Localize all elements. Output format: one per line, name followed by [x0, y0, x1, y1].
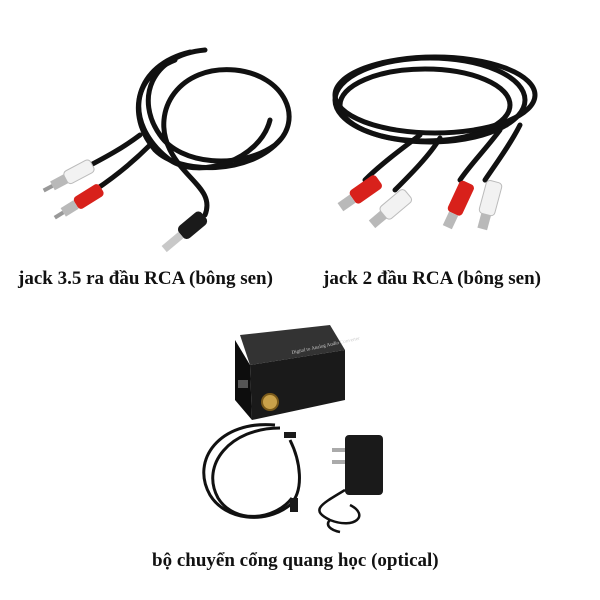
caption-rca-2: jack 2 đầu RCA (bông sen) [323, 268, 542, 289]
caption-optical: bộ chuyển cổng quang học (optical) [152, 550, 439, 571]
coaxial-port [261, 393, 279, 411]
optical-converter-photo: Digital to Analog Audio Converter [202, 325, 383, 534]
optical-port [238, 380, 248, 388]
caption-rca-35: jack 3.5 ra đầu RCA (bông sen) [18, 268, 273, 289]
rca-2-cable-photo [332, 54, 538, 231]
rca-35-cable-photo [42, 47, 292, 253]
